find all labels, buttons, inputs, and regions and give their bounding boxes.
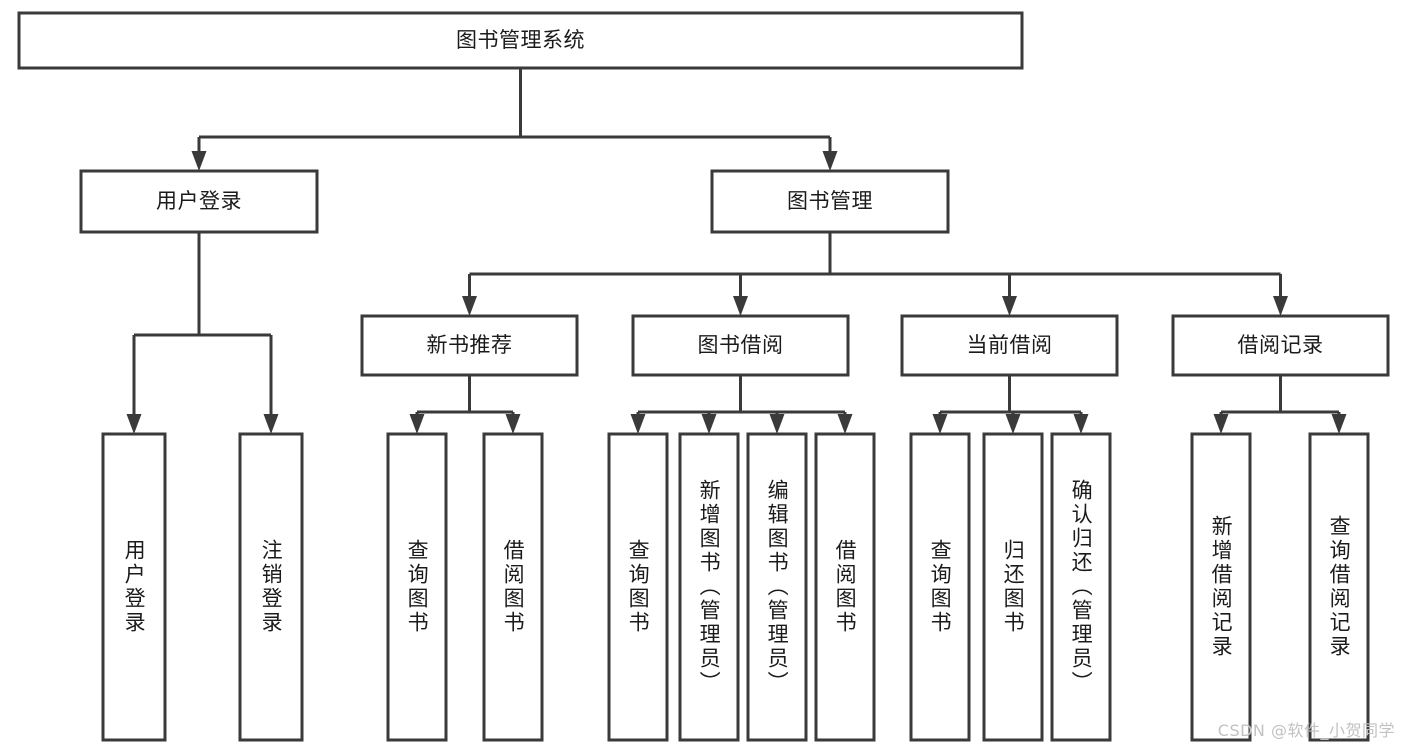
arrow-head-icon <box>1002 296 1017 316</box>
node-box-new-book-recommend <box>360 314 579 377</box>
arrow-head-icon <box>191 151 207 171</box>
arrow-head-icon <box>505 414 521 434</box>
arrow-head-icon <box>1273 296 1288 316</box>
arrow-head-icon <box>1005 414 1021 434</box>
arrow-head-icon <box>1073 414 1089 434</box>
arrow-head-icon <box>409 414 425 434</box>
node-box-current-borrow <box>900 314 1119 377</box>
node-box-leaf-query-book-1 <box>386 432 448 742</box>
arrow-head-icon <box>733 296 748 316</box>
boxes-layer <box>17 11 1390 742</box>
arrow-head-icon <box>822 151 838 171</box>
node-box-leaf-edit-book <box>746 432 808 742</box>
node-box-borrow-record <box>1171 314 1390 377</box>
arrow-head-icon <box>932 414 948 434</box>
node-box-leaf-borrow-book-2 <box>814 432 876 742</box>
arrow-head-icon <box>126 414 142 434</box>
node-box-leaf-confirm-return <box>1050 432 1112 742</box>
node-box-leaf-return-book <box>982 432 1044 742</box>
node-box-leaf-add-record <box>1190 432 1252 742</box>
arrow-head-icon <box>1213 414 1229 434</box>
node-box-leaf-query-book-3 <box>909 432 971 742</box>
arrow-head-icon <box>769 414 785 434</box>
node-box-leaf-add-book <box>678 432 740 742</box>
arrow-head-icon <box>630 414 646 434</box>
arrow-head-icon <box>263 414 279 434</box>
arrow-head-icon <box>701 414 717 434</box>
arrow-head-icon <box>837 414 853 434</box>
arrow-head-icon <box>1331 414 1347 434</box>
node-box-leaf-query-book-2 <box>607 432 669 742</box>
node-box-root <box>17 11 1024 70</box>
node-box-leaf-borrow-book-1 <box>482 432 544 742</box>
node-box-book-borrow <box>631 314 850 377</box>
arrow-head-icon <box>462 296 477 316</box>
node-box-leaf-query-record <box>1308 432 1370 742</box>
node-box-leaf-user-login <box>101 432 167 742</box>
node-box-leaf-user-logout <box>238 432 304 742</box>
node-box-book-management <box>710 169 950 234</box>
watermark-text: CSDN @软件_小贺同学 <box>1217 721 1395 740</box>
node-box-user-login <box>79 169 319 234</box>
connectors-layer <box>126 68 1347 434</box>
